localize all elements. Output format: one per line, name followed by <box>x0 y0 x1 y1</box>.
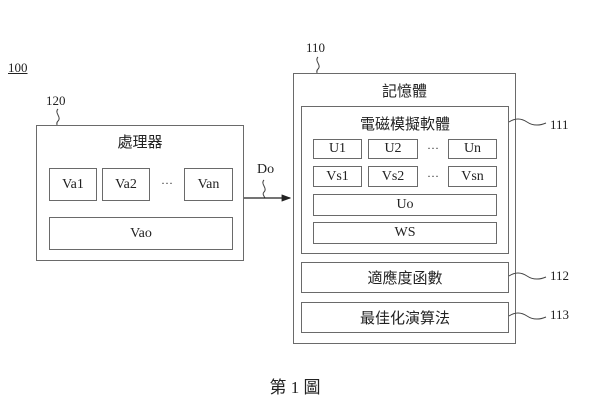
leader-110 <box>316 56 320 74</box>
em-simulation-software-title: 電磁模擬軟體 <box>359 117 450 133</box>
software-un: Un <box>448 139 497 159</box>
connection-do-label: Do <box>257 162 275 177</box>
processor-title: 處理器 <box>117 135 163 151</box>
processor-input-va1: Va1 <box>49 168 97 201</box>
processor-input-van: Van <box>184 168 233 201</box>
optimizer-ref-label: 113 <box>550 307 570 322</box>
memory-ref-label: 110 <box>306 40 326 55</box>
leader-do <box>262 179 266 199</box>
processor-ellipsis: ··· <box>161 176 173 190</box>
fitness-ref-label: 112 <box>550 268 570 283</box>
software-uo: Uo <box>313 194 497 216</box>
memory-title: 記憶體 <box>381 84 427 100</box>
processor-ref-label: 120 <box>46 93 66 108</box>
software-ws: WS <box>313 222 497 244</box>
software-u2: U2 <box>368 139 418 159</box>
software-vs-ellipsis: ··· <box>427 169 439 183</box>
optimization-algorithm-block: 最佳化演算法 <box>301 302 509 333</box>
software-vs2: Vs2 <box>368 166 418 187</box>
software-vs1: Vs1 <box>313 166 362 187</box>
software-ref-label: 111 <box>550 117 569 132</box>
processor-input-va2: Va2 <box>102 168 150 201</box>
software-u-ellipsis: ··· <box>427 141 439 155</box>
system-ref-label: 100 <box>8 60 28 75</box>
leader-120 <box>56 108 60 126</box>
processor-output-vao: Vao <box>49 217 233 250</box>
fitness-function-block: 適應度函數 <box>301 262 509 293</box>
figure-caption: 第 1 圖 <box>269 378 321 397</box>
software-u1: U1 <box>313 139 362 159</box>
software-vsn: Vsn <box>448 166 497 187</box>
